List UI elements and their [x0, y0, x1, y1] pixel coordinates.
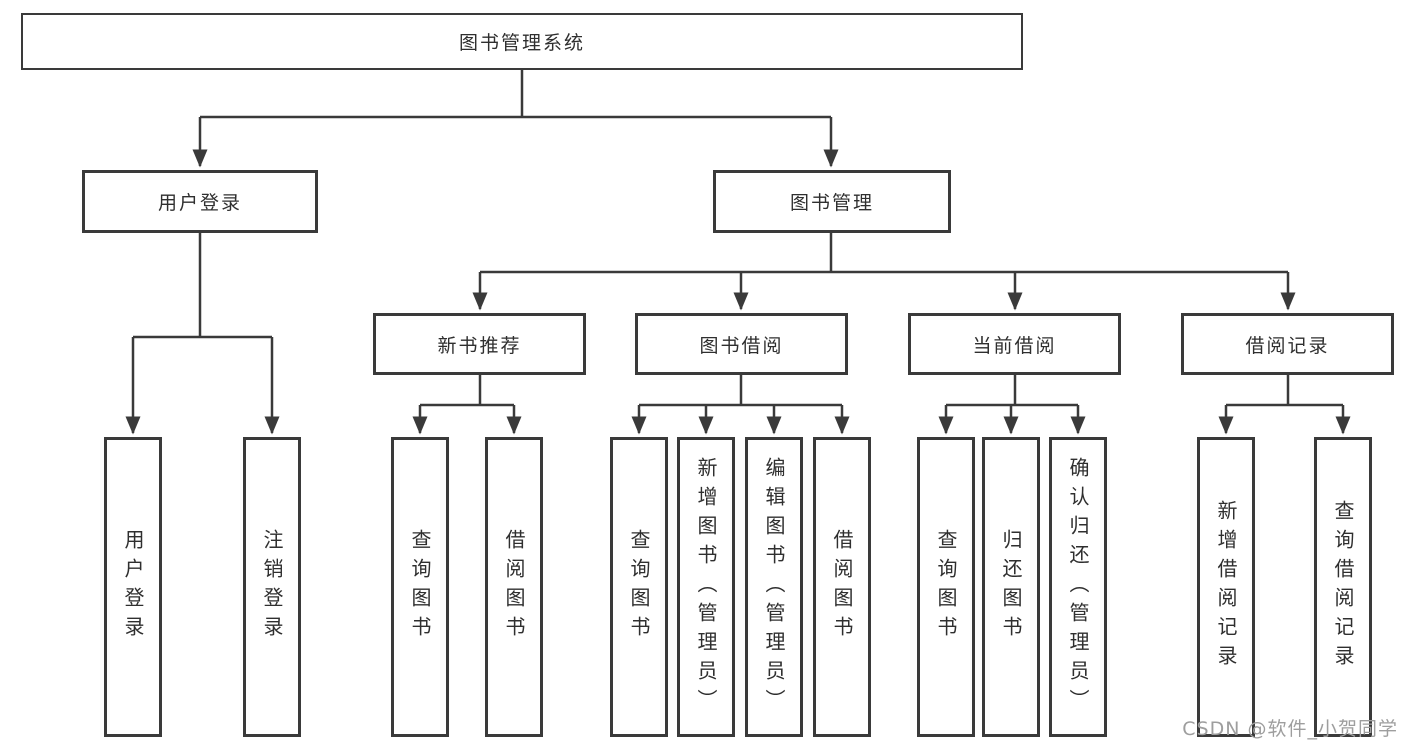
node-book-borrow-label: 图书借阅: [699, 334, 784, 357]
leaf-bookborrow-add-book: 新增图书（管理员）: [677, 437, 735, 737]
node-current-borrow-label: 当前借阅: [972, 334, 1057, 357]
node-user-login: 用户登录: [82, 170, 318, 233]
leaf-bookborrow-query-book-label: 查询图书: [627, 529, 651, 645]
node-user-login-label: 用户登录: [157, 192, 242, 214]
node-current-borrow: 当前借阅: [908, 313, 1121, 375]
leaf-current-confirm-return-label: 确认归还（管理员）: [1066, 456, 1090, 718]
leaf-bookborrow-query-book: 查询图书: [610, 437, 668, 737]
leaf-newbook-query-book: 查询图书: [391, 437, 449, 737]
leaf-record-add-record-label: 新增借阅记录: [1214, 500, 1238, 674]
leaf-bookborrow-edit-book: 编辑图书（管理员）: [745, 437, 803, 737]
leaf-current-query-book: 查询图书: [917, 437, 975, 737]
node-root-system: 图书管理系统: [21, 13, 1023, 70]
leaf-current-confirm-return: 确认归还（管理员）: [1049, 437, 1107, 737]
leaf-bookborrow-borrow-book-label: 借阅图书: [830, 529, 854, 645]
node-book-borrow: 图书借阅: [635, 313, 848, 375]
leaf-current-return-book-label: 归还图书: [999, 529, 1023, 645]
leaf-record-query-record-label: 查询借阅记录: [1331, 500, 1355, 674]
node-new-book-recommend: 新书推荐: [373, 313, 586, 375]
leaf-newbook-query-book-label: 查询图书: [408, 529, 432, 645]
node-book-management: 图书管理: [713, 170, 951, 233]
node-root-label: 图书管理系统: [458, 32, 585, 54]
leaf-bookborrow-borrow-book: 借阅图书: [813, 437, 871, 737]
arrow-drop-lines: [125, 117, 1351, 435]
csdn-watermark: CSDN @软件_小贺同学: [1182, 718, 1398, 740]
leaf-record-query-record: 查询借阅记录: [1314, 437, 1372, 737]
node-book-management-label: 图书管理: [789, 192, 874, 214]
leaf-current-query-book-label: 查询图书: [934, 529, 958, 645]
leaf-newbook-borrow-book: 借阅图书: [485, 437, 543, 737]
node-borrow-record: 借阅记录: [1181, 313, 1394, 375]
node-borrow-record-label: 借阅记录: [1245, 334, 1330, 357]
leaf-record-add-record: 新增借阅记录: [1197, 437, 1255, 737]
leaf-bookborrow-edit-book-label: 编辑图书（管理员）: [762, 456, 786, 718]
leaf-bookborrow-add-book-label: 新增图书（管理员）: [694, 456, 718, 718]
tree-branch-lines: [133, 70, 1343, 407]
leaf-logout: 注销登录: [243, 437, 301, 737]
leaf-user-login: 用户登录: [104, 437, 162, 737]
leaf-current-return-book: 归还图书: [982, 437, 1040, 737]
leaf-user-login-label: 用户登录: [121, 529, 145, 645]
node-new-book-recommend-label: 新书推荐: [437, 334, 522, 357]
leaf-newbook-borrow-book-label: 借阅图书: [502, 529, 526, 645]
leaf-logout-label: 注销登录: [260, 529, 284, 645]
